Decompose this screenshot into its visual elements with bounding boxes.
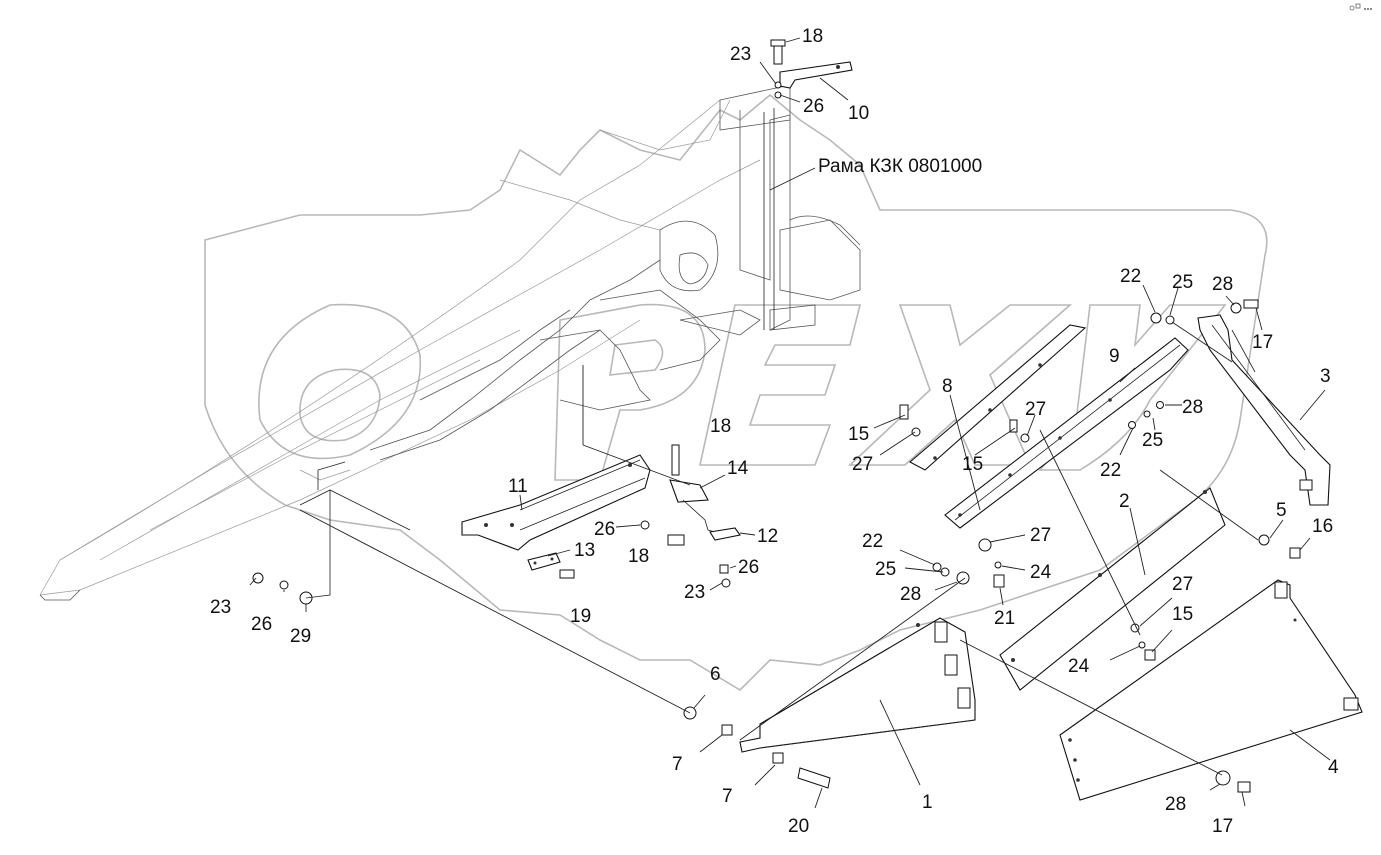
callout-16: 16 xyxy=(1312,516,1333,537)
callout-23: 23 xyxy=(684,582,705,603)
callout-25: 25 xyxy=(1142,430,1163,451)
callout-22: 22 xyxy=(1100,460,1121,481)
callout-22: 22 xyxy=(1120,266,1141,287)
callout-18: 18 xyxy=(710,416,731,437)
hardware-group-center xyxy=(739,534,1026,741)
callout-27: 27 xyxy=(1030,525,1051,546)
part-13-plate xyxy=(527,549,575,579)
callout-17: 17 xyxy=(1252,332,1273,353)
frame-label: Рама КЗК 0801000 xyxy=(818,156,982,177)
part-9-strip xyxy=(944,337,1189,529)
callout-12: 12 xyxy=(757,526,778,547)
window-controls-icon[interactable] xyxy=(1349,2,1375,12)
part-1-panel xyxy=(739,617,976,786)
callout-25: 25 xyxy=(1172,272,1193,293)
callout-15: 15 xyxy=(962,454,983,475)
callout-7: 7 xyxy=(672,754,683,775)
callout-23: 23 xyxy=(730,44,751,65)
callout-10: 10 xyxy=(848,103,869,124)
callout-5: 5 xyxy=(1276,500,1287,521)
part-4-panel xyxy=(1059,579,1363,801)
callout-28: 28 xyxy=(1182,397,1203,418)
callout-28: 28 xyxy=(1212,274,1233,295)
callout-26: 26 xyxy=(738,557,759,578)
callout-28: 28 xyxy=(1165,794,1186,815)
callout-18: 18 xyxy=(802,26,823,47)
callout-9: 9 xyxy=(1109,346,1120,367)
part-14-bracket xyxy=(669,444,726,533)
part-12-bracket xyxy=(615,520,756,591)
callout-21: 21 xyxy=(994,608,1015,629)
callout-14: 14 xyxy=(727,458,749,479)
callout-15: 15 xyxy=(1172,604,1193,625)
part-11-bracket xyxy=(461,454,651,551)
callout-19: 19 xyxy=(570,606,591,627)
callout-22: 22 xyxy=(862,531,883,552)
hardware-group-left xyxy=(249,461,411,612)
hardware-group-middle xyxy=(873,401,1182,456)
callout-29: 29 xyxy=(290,626,311,647)
callout-3: 3 xyxy=(1320,366,1331,387)
callout-7: 7 xyxy=(722,786,733,807)
callout-13: 13 xyxy=(574,540,595,561)
callout-20: 20 xyxy=(788,816,809,837)
hardware-group-top-right xyxy=(1142,284,1263,363)
part-3-bracket xyxy=(1197,314,1331,506)
callout-6: 6 xyxy=(710,664,721,685)
callout-24: 24 xyxy=(1068,656,1090,677)
part-2-strip xyxy=(999,487,1226,691)
callout-26: 26 xyxy=(251,614,272,635)
callout-25: 25 xyxy=(875,559,896,580)
callout-27: 27 xyxy=(1025,399,1046,420)
callout-labels: 18 23 26 10 Рама КЗК 0801000 22 25 28 17… xyxy=(210,26,1339,837)
callout-26: 26 xyxy=(803,96,824,117)
callout-27: 27 xyxy=(852,454,873,475)
callout-4: 4 xyxy=(1328,757,1339,778)
callout-26: 26 xyxy=(594,519,615,540)
header-frame-background xyxy=(39,84,861,601)
part-10-bracket xyxy=(759,37,853,103)
callout-27: 27 xyxy=(1172,574,1193,595)
hardware-group-right xyxy=(959,429,1311,807)
callout-17: 17 xyxy=(1212,816,1233,837)
callout-18: 18 xyxy=(628,546,649,567)
hardware-group-lower-left xyxy=(299,365,831,809)
frame-leader xyxy=(763,108,816,330)
callout-8: 8 xyxy=(942,376,953,397)
callout-15: 15 xyxy=(848,424,869,445)
callout-23: 23 xyxy=(210,597,231,618)
callout-1: 1 xyxy=(922,792,933,813)
callout-24: 24 xyxy=(1030,562,1052,583)
part-8-strip xyxy=(909,324,1087,471)
callout-11: 11 xyxy=(508,476,528,497)
callout-28: 28 xyxy=(900,584,921,605)
callout-2: 2 xyxy=(1119,491,1130,512)
